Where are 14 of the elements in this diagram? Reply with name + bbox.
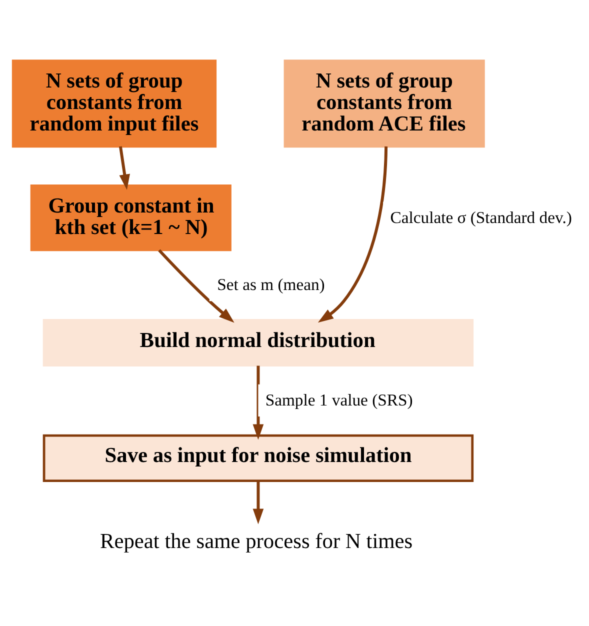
arrow (118, 146, 130, 190)
node-box: Group constant in kth set (k=1 ~ N) (30, 184, 232, 252)
node-text: Repeat the same process for N times (100, 528, 413, 553)
arrow (252, 366, 264, 440)
arrow (252, 480, 264, 524)
node-box: Save as input for noise simulation (42, 434, 474, 482)
edge-label: Sample 1 value (SRS) (265, 390, 413, 410)
edge-label: Calculate σ (Standard dev.) (390, 208, 572, 227)
edge-label: Set as m (mean) (217, 275, 325, 294)
node-box: N sets of group constants from random ACE files (284, 60, 485, 148)
arrow (158, 249, 234, 323)
node-box: N sets of group constants from random input files (12, 60, 217, 148)
node-box: Build normal distribution (42, 318, 474, 367)
arrow (318, 146, 388, 323)
